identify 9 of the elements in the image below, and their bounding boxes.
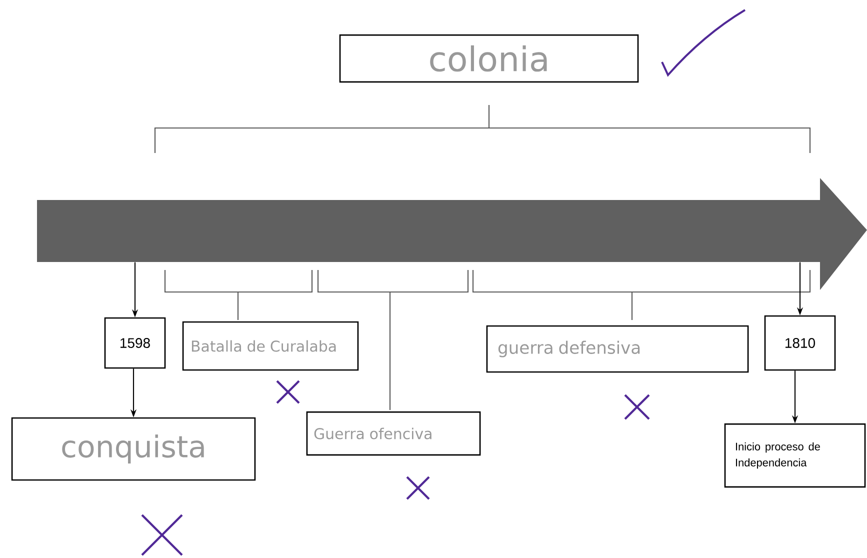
text-box: Inicio proceso de Independencia <box>724 423 866 488</box>
text-box: guerra defensiva <box>486 325 749 373</box>
text-box: conquista <box>11 417 256 481</box>
text-box: 1810 <box>764 315 836 371</box>
text-box: colonia <box>339 34 639 83</box>
text-box: Batalla de Curalaba <box>182 321 359 371</box>
text-box: 1598 <box>104 317 166 369</box>
timeline-arrow <box>37 178 867 290</box>
text-box: Guerra ofenciva <box>306 411 481 456</box>
